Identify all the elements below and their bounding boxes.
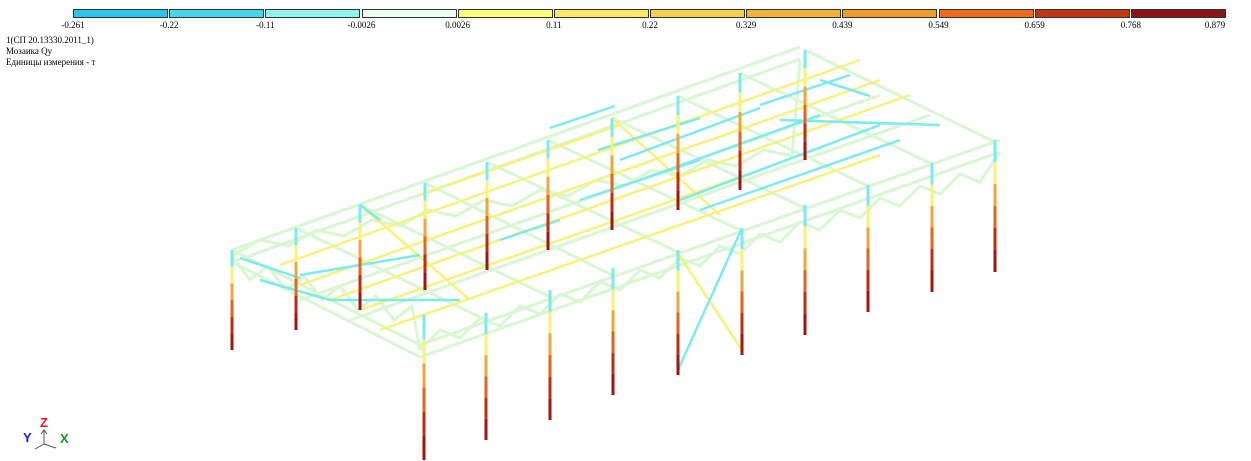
axis-arrows-icon [34, 429, 57, 450]
legend-swatch [361, 9, 457, 18]
legend-swatch [650, 9, 746, 18]
legend-tick-label: 0.768 [1120, 20, 1141, 30]
legend-swatch [1130, 9, 1226, 18]
legend-swatch [553, 9, 649, 18]
z-axis-label: Z [40, 415, 48, 430]
legend-tick-label: 0.879 [1204, 20, 1226, 30]
columns [230, 50, 997, 460]
legend-tick-label: -0.22 [159, 20, 179, 30]
legend-tick-label: 0.439 [832, 20, 853, 30]
legend-tick-label: 0.11 [546, 20, 562, 30]
legend-swatch [938, 9, 1034, 18]
result-info: 1(СП 20.13330.2011_1) Мозаика Qy Единицы… [6, 35, 95, 68]
color-scale-legend: -0.261 -0.22 -0.11 -0.0026 0.0026 0.11 0.22 0.3… [0, 0, 1251, 40]
legend-tick-label: 0.549 [928, 20, 949, 30]
legend-tick-label: 0.659 [1024, 20, 1045, 30]
legend-swatch [1034, 9, 1130, 18]
y-axis-label: Y [23, 430, 32, 445]
frame-trusses [230, 45, 1002, 359]
legend-tick-label: 0.329 [736, 20, 757, 30]
legend-tick-label: -0.0026 [347, 20, 376, 30]
mosaic-label: Мозаика Qy [6, 46, 53, 56]
yellow-beams [279, 58, 911, 351]
legend-tick-label: 0.0026 [445, 20, 471, 30]
legend-tick-label: -0.11 [256, 20, 275, 30]
legend-tick-label: -0.261 [61, 20, 85, 30]
legend-tick-label: 0.22 [642, 20, 658, 30]
legend-swatch [746, 9, 842, 18]
legend-swatch [73, 9, 169, 18]
legend-swatch [265, 9, 361, 18]
units-label: Единицы измерения - т [6, 57, 96, 67]
x-axis-label: X [60, 431, 69, 446]
legend-swatch [457, 9, 553, 18]
load-case-label: 1(СП 20.13330.2011_1) [6, 35, 94, 45]
legend-swatch [842, 9, 938, 18]
cyan-beams [239, 73, 941, 371]
axis-triad: Y Z X [23, 415, 69, 450]
legend-swatch [169, 9, 265, 18]
